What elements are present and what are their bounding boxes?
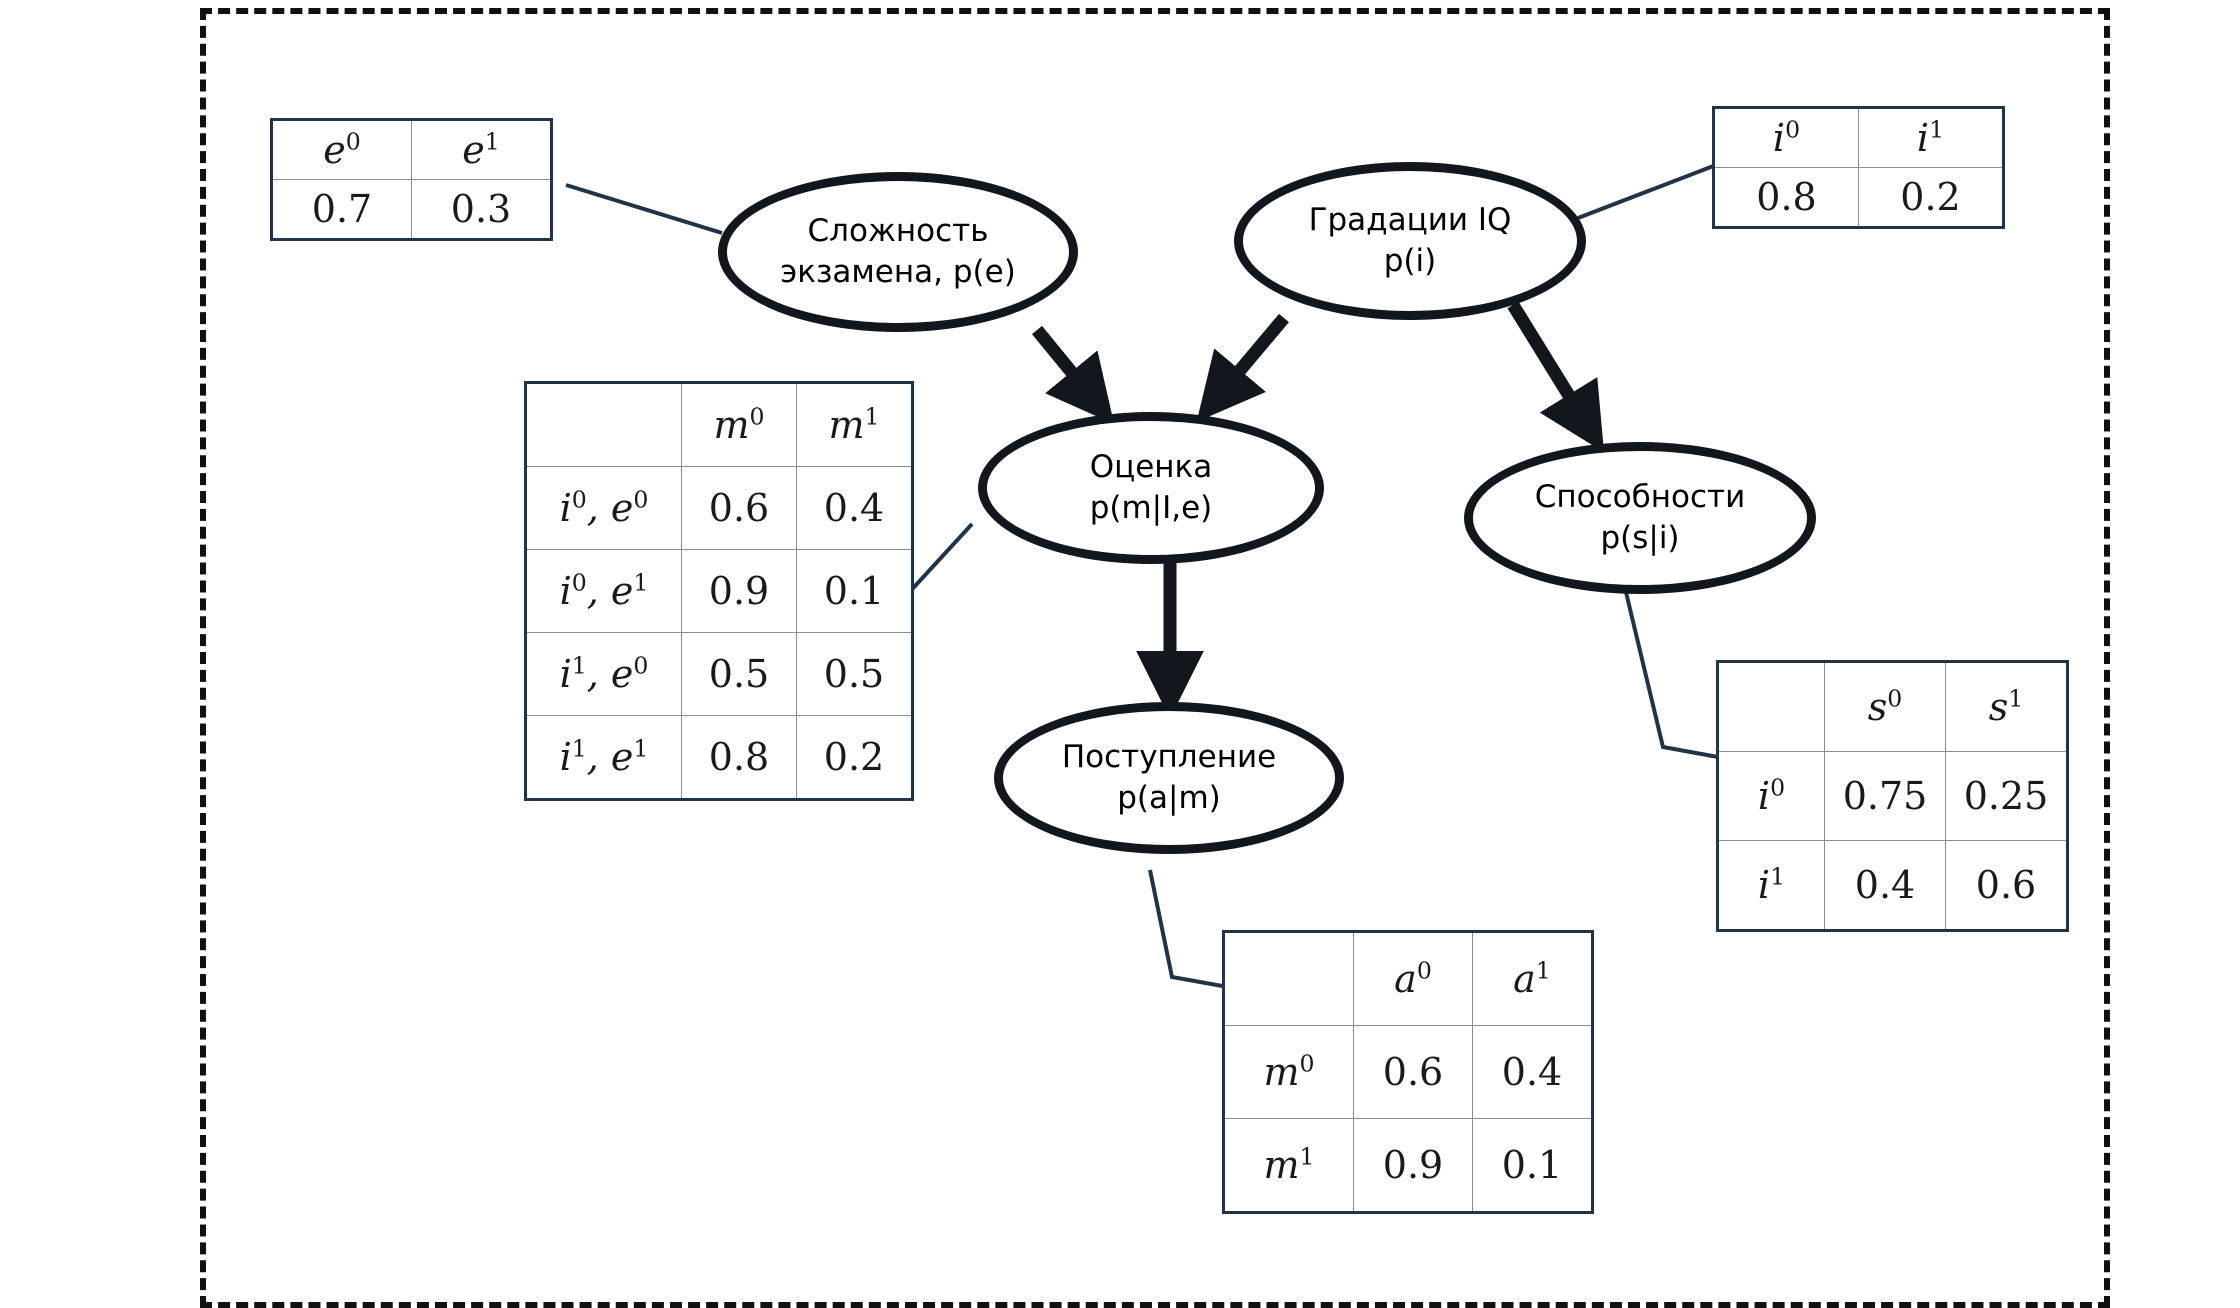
cpt-value-cell: 0.4 (1472, 1025, 1593, 1119)
node-admission[interactable]: Поступление p(a|m) (994, 702, 1344, 854)
cpt-value-cell: 0.9 (1353, 1118, 1473, 1213)
cpt-value-cell: 0.2 (1858, 167, 2004, 228)
cpt-row-header: m1 (1223, 1118, 1354, 1213)
cpt-column-header: i0 (1713, 107, 1859, 168)
cpt-column-header: m0 (681, 382, 797, 467)
node-skills-line2: p(s|i) (1600, 520, 1680, 556)
node-skills[interactable]: Способности p(s|i) (1464, 442, 1816, 594)
cpt-column-header: i1 (1858, 107, 2004, 168)
cpt-column-header: a1 (1472, 931, 1593, 1026)
node-admission-line2: p(a|m) (1117, 780, 1221, 816)
node-grade[interactable]: Оценка p(m|I,e) (978, 412, 1324, 564)
cpt-value-cell: 0.5 (681, 632, 797, 716)
cpt-value-cell: 0.5 (796, 632, 913, 716)
cpt-value-cell: 0.4 (796, 466, 913, 550)
diagram-canvas: Сложность экзамена, p(e) Градации IQ p(i… (200, 8, 2110, 1308)
node-exam-difficulty[interactable]: Сложность экзамена, p(e) (718, 172, 1078, 332)
cpt-value-cell: 0.7 (271, 179, 412, 240)
node-exam-difficulty-line1: Сложность (807, 213, 989, 250)
cpt-row-header: i1, e0 (525, 632, 682, 716)
cpt-column-header: m1 (796, 382, 913, 467)
cpt-row-header: i0, e0 (525, 466, 682, 550)
cpt-row-header: i1, e1 (525, 715, 682, 800)
cpt-value-cell: 0.4 (1824, 840, 1946, 931)
cpt-corner-cell (1717, 661, 1825, 752)
cpt-corner-cell (525, 382, 682, 467)
cpt-value-cell: 0.9 (681, 549, 797, 633)
node-iq-grades-line2: p(i) (1383, 243, 1437, 279)
cpt-column-header: e0 (271, 119, 412, 180)
cpt-row-header: i1 (1717, 840, 1825, 931)
cpt-value-cell: 0.6 (681, 466, 797, 550)
node-exam-difficulty-line2: экзамена, p(e) (780, 254, 1016, 290)
cpt-value-cell: 0.8 (1713, 167, 1859, 228)
cpt-value-cell: 0.2 (796, 715, 913, 800)
node-grade-line2: p(m|I,e) (1089, 490, 1213, 526)
cpt-row-header: m0 (1223, 1025, 1354, 1119)
node-iq-grades[interactable]: Градации IQ p(i) (1234, 162, 1586, 320)
cpt-value-cell: 0.75 (1824, 751, 1946, 841)
node-grade-line1: Оценка (1089, 449, 1213, 486)
cpt-column-header: s1 (1945, 661, 2068, 752)
cpt-row-header: i0, e1 (525, 549, 682, 633)
cpt-corner-cell (1223, 931, 1354, 1026)
cpt-column-header: e1 (411, 119, 552, 180)
cpt-value-cell: 0.25 (1945, 751, 2068, 841)
cpt-row-header: i0 (1717, 751, 1825, 841)
cpt-value-cell: 0.8 (681, 715, 797, 800)
node-iq-grades-line1: Градации IQ (1308, 202, 1512, 239)
cpt-value-cell: 0.1 (1472, 1118, 1593, 1213)
node-admission-line1: Поступление (1061, 739, 1277, 776)
node-skills-line1: Способности (1534, 479, 1746, 516)
cpt-column-header: a0 (1353, 931, 1473, 1026)
cpt-column-header: s0 (1824, 661, 1946, 752)
cpt-value-cell: 0.1 (796, 549, 913, 633)
cpt-value-cell: 0.3 (411, 179, 552, 240)
cpt-value-cell: 0.6 (1945, 840, 2068, 931)
cpt-value-cell: 0.6 (1353, 1025, 1473, 1119)
